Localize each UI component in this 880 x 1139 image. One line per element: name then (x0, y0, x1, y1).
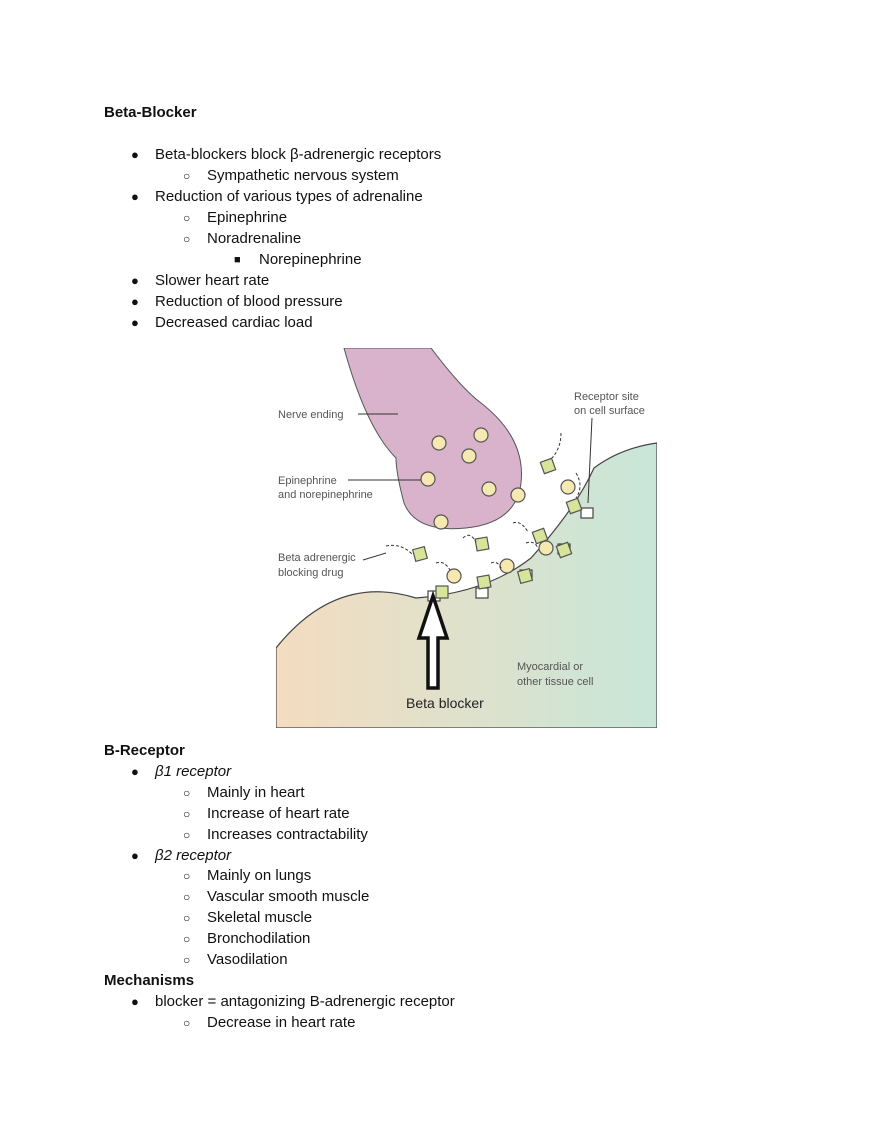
label-norepinephrine: and norepinephrine (278, 489, 373, 501)
bullet-circle-icon: ○ (183, 169, 191, 183)
list-item: Skeletal muscle (207, 909, 313, 926)
bullet-circle-icon: ○ (183, 807, 191, 821)
bullet-circle-icon: ○ (183, 1016, 191, 1030)
label-myocardial: Myocardial or (517, 661, 583, 673)
bullet-circle-icon: ○ (183, 911, 191, 925)
nerve-ending (343, 348, 522, 530)
list-item: Noradrenaline (207, 230, 302, 247)
list-item: Vasodilation (207, 951, 288, 968)
bullet-circle-icon: ○ (183, 828, 191, 842)
list-item: Reduction of various types of adrenaline (155, 188, 423, 205)
list-item: Decrease in heart rate (207, 1014, 356, 1031)
list-item: β1 receptor (155, 763, 232, 780)
list-item: β2 receptor (155, 847, 232, 864)
list-item: Increases contractability (207, 826, 368, 843)
list-item: Mainly on lungs (207, 867, 312, 884)
bullet-circle-icon: ○ (183, 786, 191, 800)
bullet-disc-icon: ● (131, 315, 139, 330)
label-tissue-cell: other tissue cell (517, 676, 593, 688)
list-item: Bronchodilation (207, 930, 311, 947)
label-beta-blocker: Beta blocker (406, 695, 484, 711)
section-title-mechanisms: Mechanisms (104, 972, 195, 989)
beta-blocker-diagram: Nerve ending Receptor site on cell surfa… (276, 348, 657, 728)
bullet-disc-icon: ● (131, 294, 139, 309)
section-title-b-receptor: B-Receptor (104, 742, 185, 759)
leader-lines (348, 413, 593, 561)
list-item: blocker = antagonizing B-adrenergic rece… (155, 993, 455, 1010)
list-item: Norepinephrine (259, 251, 362, 268)
bullet-circle-icon: ○ (183, 953, 191, 967)
epinephrine-molecules (420, 427, 576, 584)
label-beta-adrenergic: Beta adrenergic (278, 552, 356, 564)
label-nerve-ending: Nerve ending (278, 409, 343, 421)
bullet-disc-icon: ● (131, 764, 139, 779)
list-item: Sympathetic nervous system (207, 167, 399, 184)
list-item: Beta-blockers block β-adrenergic recepto… (155, 146, 442, 163)
bullet-circle-icon: ○ (183, 890, 191, 904)
list-item: Decreased cardiac load (155, 314, 313, 331)
list-item: Increase of heart rate (207, 805, 350, 822)
up-arrow-icon (416, 590, 450, 690)
label-receptor-site: Receptor site (574, 391, 639, 403)
list-item: Epinephrine (207, 209, 288, 226)
list-item: Mainly in heart (207, 784, 305, 801)
list-item: Slower heart rate (155, 272, 270, 289)
label-epinephrine: Epinephrine (278, 475, 337, 487)
list-item: Reduction of blood pressure (155, 293, 343, 310)
bullet-disc-icon: ● (131, 848, 139, 863)
tissue-cell (276, 442, 657, 728)
bullet-disc-icon: ● (131, 147, 139, 162)
bullet-disc-icon: ● (131, 994, 139, 1009)
bullet-circle-icon: ○ (183, 869, 191, 883)
bullet-circle-icon: ○ (183, 211, 191, 225)
list-item: Vascular smooth muscle (207, 888, 370, 905)
bullet-disc-icon: ● (131, 273, 139, 288)
section-title-beta-blocker: Beta-Blocker (104, 104, 197, 121)
label-receptor-site-2: on cell surface (574, 405, 645, 417)
beta-blocking-drug (411, 457, 583, 599)
motion-trails (385, 432, 581, 571)
bullet-circle-icon: ○ (183, 232, 191, 246)
label-blocking-drug: blocking drug (278, 567, 343, 579)
bullet-circle-icon: ○ (183, 932, 191, 946)
bullet-square-icon: ■ (234, 254, 241, 266)
bullet-disc-icon: ● (131, 189, 139, 204)
